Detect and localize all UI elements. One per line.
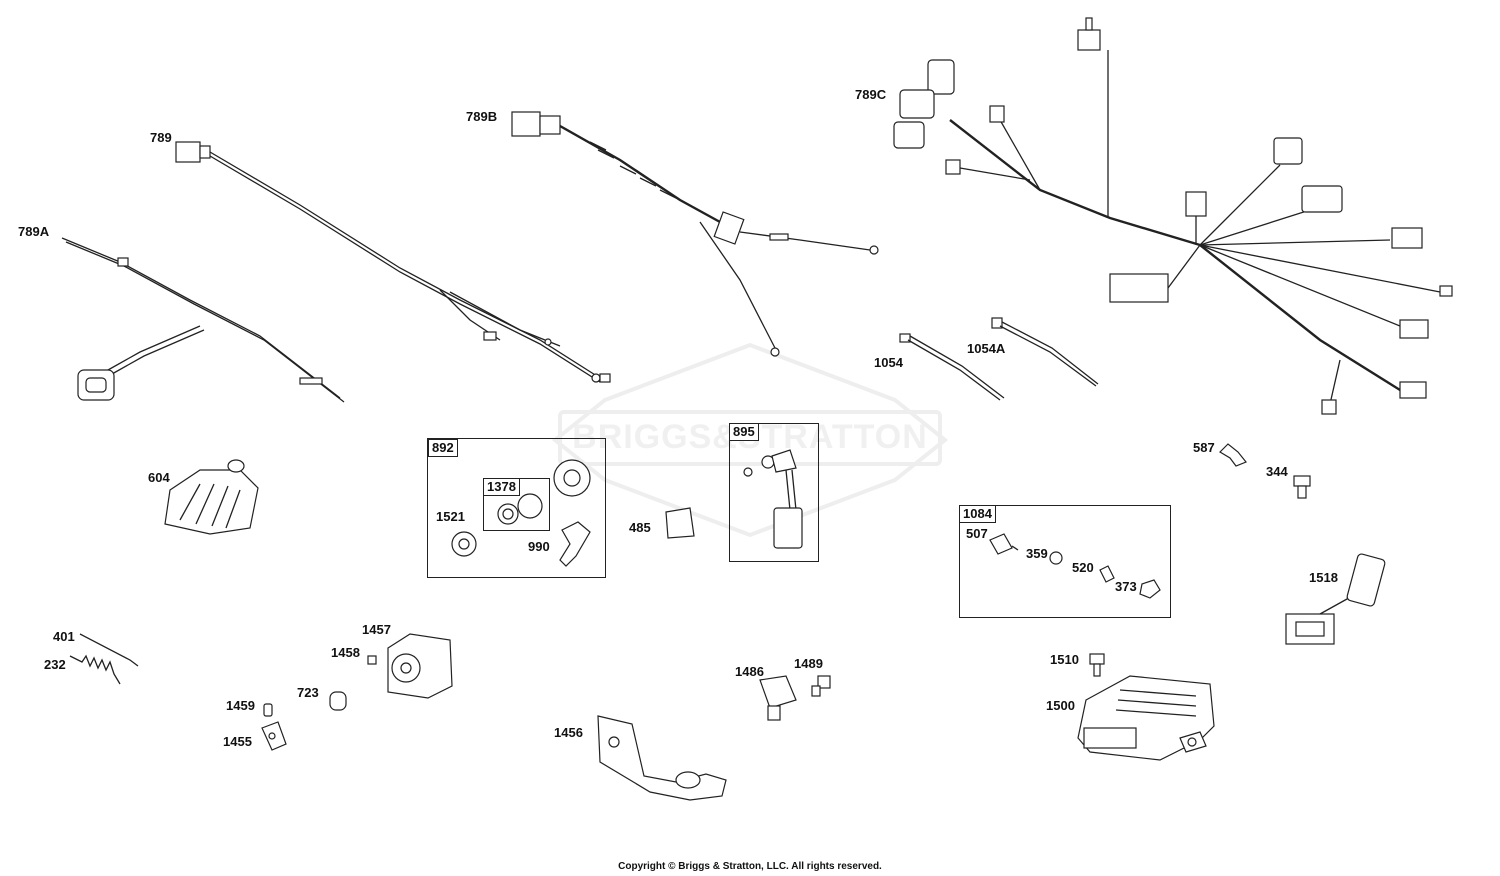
group-1084-box <box>959 505 1171 618</box>
group-1378-label: 1378 <box>483 478 520 496</box>
group-895-label: 895 <box>729 423 759 441</box>
label-723: 723 <box>297 685 319 700</box>
label-485: 485 <box>629 520 651 535</box>
harness-789c <box>893 17 1453 415</box>
part-1510-bolt <box>1089 653 1105 677</box>
harness-789a <box>61 237 345 403</box>
label-587: 587 <box>1193 440 1215 455</box>
part-895-contents <box>743 449 803 549</box>
label-789c: 789C <box>855 87 887 102</box>
group-892-label: 892 <box>428 439 458 457</box>
label-1510: 1510 <box>1050 652 1079 667</box>
cable-ties <box>899 317 1099 401</box>
label-1456: 1456 <box>554 725 583 740</box>
label-1500: 1500 <box>1046 698 1075 713</box>
label-1054a: 1054A <box>967 341 1006 356</box>
label-1518: 1518 <box>1309 570 1338 585</box>
part-1457-motor <box>367 633 453 699</box>
label-1458: 1458 <box>331 645 360 660</box>
copyright-notice: Copyright © Briggs & Stratton, LLC. All … <box>618 861 882 872</box>
harness-789 <box>175 141 611 383</box>
label-1054: 1054 <box>874 355 903 370</box>
label-520: 520 <box>1072 560 1094 575</box>
label-507: 507 <box>966 526 988 541</box>
label-789a: 789A <box>18 224 50 239</box>
part-587-clamp <box>1219 443 1247 467</box>
part-1456-bracket <box>597 715 727 801</box>
part-604-cover <box>164 459 259 535</box>
label-1459: 1459 <box>226 698 255 713</box>
label-1455: 1455 <box>223 734 252 749</box>
label-232: 232 <box>44 657 66 672</box>
label-1457: 1457 <box>362 622 391 637</box>
label-344: 344 <box>1266 464 1288 479</box>
part-1489-bolt <box>811 675 831 697</box>
label-1489: 1489 <box>794 656 823 671</box>
part-723-spacer <box>329 691 347 711</box>
group-1084-label: 1084 <box>959 505 996 523</box>
label-990: 990 <box>528 539 550 554</box>
label-359: 359 <box>1026 546 1048 561</box>
part-485-knob <box>665 507 695 539</box>
part-232-spring <box>69 654 121 685</box>
part-1500-module <box>1077 675 1215 761</box>
part-1084-contents <box>989 533 1161 599</box>
part-1486-sensor <box>759 675 797 721</box>
part-401-link <box>79 633 139 667</box>
label-1486: 1486 <box>735 664 764 679</box>
part-1455-bracket <box>261 721 287 751</box>
harness-789b <box>511 111 879 357</box>
part-344-bolt <box>1293 475 1311 499</box>
label-401: 401 <box>53 629 75 644</box>
label-789: 789 <box>150 130 172 145</box>
part-892-contents <box>451 459 591 567</box>
part-1459-pin <box>263 703 273 717</box>
part-1518-connector <box>1285 553 1386 645</box>
label-373: 373 <box>1115 579 1137 594</box>
label-1521: 1521 <box>436 509 465 524</box>
group-895-box <box>729 423 819 562</box>
label-604: 604 <box>148 470 170 485</box>
label-789b: 789B <box>466 109 498 124</box>
group-892-box <box>427 438 606 578</box>
